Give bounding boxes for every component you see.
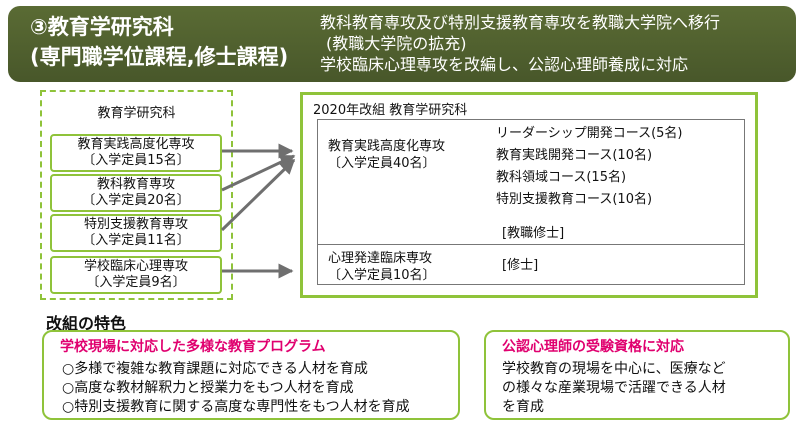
header-banner: ③教育学研究科 (専門職学位課程,修士課程) 教科教育専攻及び特別支援教育専攻を… bbox=[8, 6, 796, 82]
degree-label: [修士] bbox=[502, 258, 539, 273]
old-panel-title: 教育学研究科 bbox=[97, 106, 176, 121]
old-major-quota: 〔入学定員9名〕 bbox=[86, 275, 186, 290]
old-major-box: 教育実践高度化専攻 〔入学定員15名〕 bbox=[50, 134, 222, 172]
old-major-quota: 〔入学定員15名〕 bbox=[82, 153, 190, 168]
header-title: ③教育学研究科 (専門職学位課程,修士課程) bbox=[30, 12, 288, 72]
old-graduate-school-panel: 教育学研究科 教育実践高度化専攻 〔入学定員15名〕 教科教育専攻 〔入学定員2… bbox=[40, 90, 233, 300]
old-major-name: 特別支援教育専攻 bbox=[83, 217, 188, 232]
header-desc-line2: (教職大学院の拡充) bbox=[326, 34, 467, 53]
header-description: 教科教育専攻及び特別支援教育専攻を教職大学院へ移行 (教職大学院の拡充) 学校臨… bbox=[320, 12, 720, 75]
header-title-line2: (専門職学位課程,修士課程) bbox=[30, 45, 289, 69]
feature-text-line: 学校教育の現場を中心に、医療など bbox=[502, 361, 726, 377]
feature-item: ○多様で複雑な教育課題に対応できる人材を育成 bbox=[62, 361, 368, 377]
degree-label: [教職修士] bbox=[502, 226, 565, 241]
feature-title: 学校現場に対応した多様な教育プログラム bbox=[60, 339, 326, 355]
old-major-name: 教育実践高度化専攻 bbox=[77, 137, 195, 152]
header-desc-line1: 教科教育専攻及び特別支援教育専攻を教職大学院へ移行 bbox=[320, 13, 721, 32]
table-divider bbox=[318, 244, 744, 245]
new-major-quota: 〔入学定員40名〕 bbox=[328, 156, 436, 171]
old-major-box: 特別支援教育専攻 〔入学定員11名〕 bbox=[50, 214, 222, 252]
new-major-quota: 〔入学定員10名〕 bbox=[328, 268, 436, 283]
new-graduate-school-panel: 2020年改組 教育学研究科 教育実践高度化専攻 〔入学定員40名〕 リーダーシ… bbox=[300, 92, 758, 298]
feature-item: ○高度な教材解釈力と授業力をもつ人材を育成 bbox=[62, 380, 354, 396]
new-major: 心理発達臨床専攻 〔入学定員10名〕 bbox=[328, 250, 436, 284]
old-major-name: 教科教育専攻 bbox=[96, 177, 175, 192]
feature-item: ○特別支援教育に関する高度な専門性をもつ人材を育成 bbox=[62, 399, 410, 415]
header-title-line1: ③教育学研究科 bbox=[30, 15, 174, 39]
features-heading: 改組の特色 bbox=[46, 314, 127, 333]
header-desc-line3: 学校臨床心理専攻を改編し、公認心理師養成に対応 bbox=[320, 55, 689, 74]
feature-text-line: を育成 bbox=[502, 399, 544, 415]
new-major-name: 心理発達臨床専攻 bbox=[328, 251, 433, 266]
feature-box-education-program: 学校現場に対応した多様な教育プログラム ○多様で複雑な教育課題に対応できる人材を… bbox=[42, 330, 460, 420]
new-major: 教育実践高度化専攻 〔入学定員40名〕 bbox=[328, 138, 445, 172]
old-major-name: 学校臨床心理専攻 bbox=[83, 259, 188, 274]
old-major-quota: 〔入学定員20名〕 bbox=[82, 193, 190, 208]
new-major-name: 教育実践高度化専攻 bbox=[328, 139, 446, 154]
arrow-line bbox=[221, 154, 296, 192]
feature-title: 公認心理師の受験資格に対応 bbox=[502, 339, 684, 355]
course-item: 教科領域コース(15名) bbox=[496, 170, 627, 185]
feature-text-line: の様々な産業現場で活躍できる人材 bbox=[502, 380, 726, 396]
new-panel-title: 2020年改組 教育学研究科 bbox=[313, 103, 468, 118]
old-major-box: 学校臨床心理専攻 〔入学定員9名〕 bbox=[50, 256, 222, 294]
course-item: リーダーシップ開発コース(5名) bbox=[496, 126, 683, 141]
old-major-box: 教科教育専攻 〔入学定員20名〕 bbox=[50, 174, 222, 212]
feature-box-psychologist: 公認心理師の受験資格に対応 学校教育の現場を中心に、医療など の様々な産業現場で… bbox=[484, 330, 790, 420]
arrow-line bbox=[220, 158, 296, 232]
old-major-quota: 〔入学定員11名〕 bbox=[82, 233, 190, 248]
new-majors-table: 教育実践高度化専攻 〔入学定員40名〕 リーダーシップ開発コース(5名) 教育実… bbox=[317, 119, 745, 285]
course-item: 教育実践開発コース(10名) bbox=[496, 148, 653, 163]
course-item: 特別支援教育コース(10名) bbox=[496, 192, 653, 207]
